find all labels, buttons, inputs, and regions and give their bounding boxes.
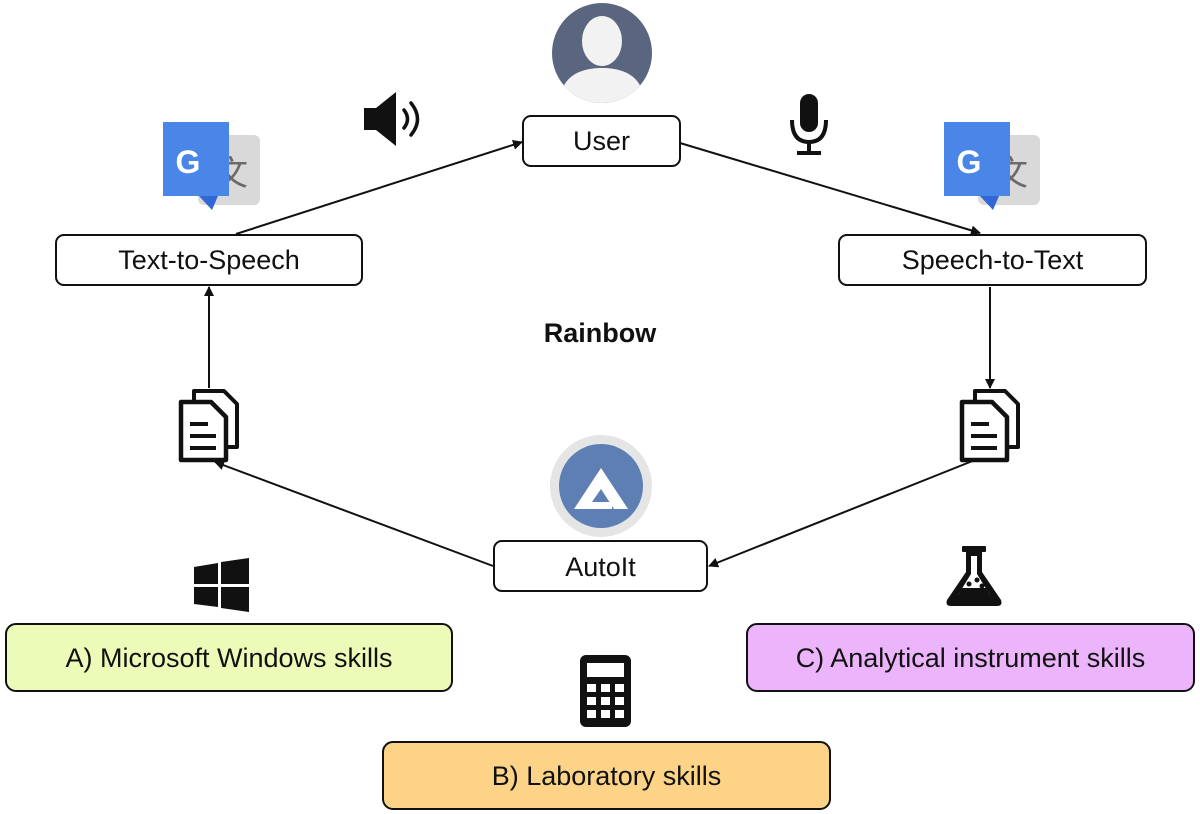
text-to-speech-label: Text-to-Speech [118, 245, 300, 275]
skill-analytical-label: C) Analytical instrument skills [796, 643, 1146, 673]
autoit-label: AutoIt [565, 552, 636, 582]
google-translate-icon: 文 G [944, 122, 1040, 210]
skill-box-laboratory: B) Laboratory skills [382, 741, 831, 810]
autoit-node: AutoIt [493, 540, 708, 592]
user-node: User [522, 115, 681, 167]
arrow-document-to-autoit [708, 459, 976, 568]
speaker-icon [364, 92, 420, 146]
speech-to-text-label: Speech-to-Text [902, 245, 1084, 275]
microphone-icon [790, 94, 828, 155]
calculator-icon [580, 655, 631, 727]
arrow-user-to-stt [679, 142, 981, 236]
arrow-tts-to-user [235, 139, 523, 235]
user-node-label: User [573, 126, 630, 156]
skill-laboratory-label: B) Laboratory skills [492, 761, 722, 791]
center-label: Rainbow [544, 318, 657, 348]
document-icon [178, 389, 239, 463]
document-icon [959, 389, 1020, 463]
google-translate-letter: G [176, 144, 201, 180]
skill-windows-label: A) Microsoft Windows skills [65, 643, 392, 673]
text-to-speech-node: Text-to-Speech [55, 234, 363, 286]
arrow-autoit-to-document [214, 460, 494, 567]
skill-box-analytical: C) Analytical instrument skills [746, 623, 1195, 692]
skill-box-windows: A) Microsoft Windows skills [5, 623, 453, 692]
speech-to-text-node: Speech-to-Text [838, 234, 1147, 286]
google-translate-letter: G [957, 144, 982, 180]
flask-icon [946, 546, 1002, 606]
windows-logo-icon [194, 558, 249, 612]
google-translate-icon: 文 G [163, 122, 260, 210]
user-avatar-icon [552, 3, 652, 103]
autoit-logo-icon [550, 435, 652, 537]
